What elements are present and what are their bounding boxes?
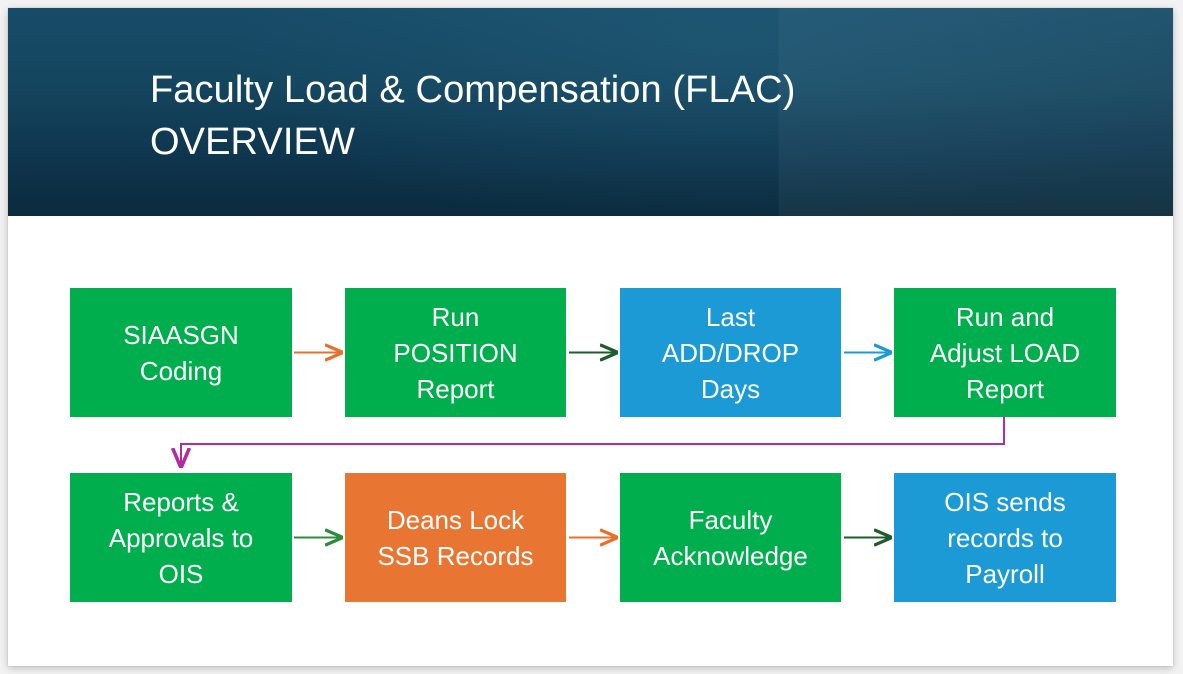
slide-card: Faculty Load & Compensation (FLAC) OVERV… xyxy=(8,8,1173,666)
flow-node-reports-approvals-to-ois[interactable]: Reports & Approvals to OIS xyxy=(70,473,292,602)
page-title: Faculty Load & Compensation (FLAC) OVERV… xyxy=(150,69,796,163)
flow-node-deans-lock-ssb-records[interactable]: Deans Lock SSB Records xyxy=(345,473,566,602)
flow-node-last-add-drop-days[interactable]: Last ADD/DROP Days xyxy=(620,288,841,417)
flow-node-ois-sends-records-to-payroll[interactable]: OIS sends records to Payroll xyxy=(894,473,1116,602)
arrow-load-to-reports xyxy=(181,417,1005,466)
flow-node-faculty-acknowledge[interactable]: Faculty Acknowledge xyxy=(620,473,841,602)
flowchart: SIAASGN Coding Run POSITION Report Last … xyxy=(8,216,1173,666)
flow-node-siaasgn-coding[interactable]: SIAASGN Coding xyxy=(70,288,292,417)
slide-header-banner: Faculty Load & Compensation (FLAC) OVERV… xyxy=(8,8,1173,216)
flow-node-run-adjust-load-report[interactable]: Run and Adjust LOAD Report xyxy=(894,288,1116,417)
flow-node-run-position-report[interactable]: Run POSITION Report xyxy=(345,288,566,417)
